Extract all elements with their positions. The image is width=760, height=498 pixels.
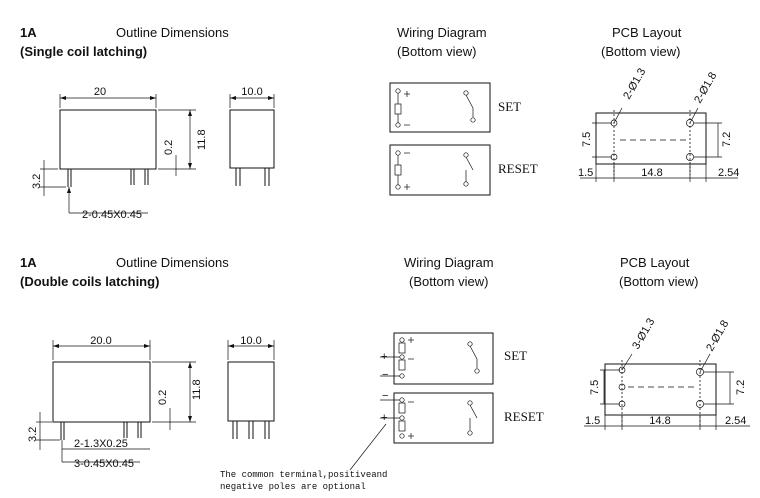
- s2-reset-label: RESET: [504, 409, 544, 424]
- s2-pin-spec-a: 2-1.3X0.25: [74, 438, 128, 450]
- s2-pcb-dim-right: 7.2: [735, 380, 747, 395]
- section1-outline-title: Outline Dimensions: [116, 25, 229, 40]
- section2-rating: 1A: [20, 255, 37, 270]
- section2-type: (Double coils latching): [20, 274, 160, 289]
- s2-plus-2: +: [381, 412, 387, 424]
- section1-pcb-title: PCB Layout: [612, 25, 682, 40]
- s1-dim-length: 20: [94, 86, 106, 98]
- s2-wiring-reset: [393, 392, 494, 444]
- s2-pcb-dim-left: 7.5: [589, 380, 601, 395]
- s2-pcb-hole2: 2-Ø1.8: [704, 318, 731, 353]
- note-line-1: The common terminal,positiveand: [220, 470, 388, 480]
- s1-side-outline: [229, 94, 275, 186]
- s2-dim-width: 10.0: [240, 335, 261, 347]
- s1-dim-height: 11.8: [196, 129, 208, 150]
- s2-pin-spec-b: 3-0.45X0.45: [74, 458, 134, 470]
- s2-minus-1: −: [382, 369, 388, 381]
- section2-outline-title: Outline Dimensions: [116, 255, 229, 270]
- s2-minus-2: −: [382, 390, 388, 402]
- s1-dim-width: 10.0: [241, 86, 262, 98]
- s1-wiring-set: [389, 82, 491, 133]
- s1-reset-label: RESET: [498, 161, 538, 176]
- s1-pcb-dim-b2: 14.8: [641, 167, 662, 179]
- s2-pcb-dim-b2: 14.8: [649, 415, 670, 427]
- s1-pcb-hole1: 2-Ø1.3: [621, 66, 648, 101]
- section1-wiring-view: (Bottom view): [397, 44, 477, 59]
- s2-side-outline: [227, 340, 275, 439]
- s1-pin-spec: 2-0.45X0.45: [82, 209, 142, 221]
- s1-pcb-dim-b1: 1.5: [578, 167, 593, 179]
- s2-dim-length: 20.0: [90, 335, 111, 347]
- section1-rating: 1A: [20, 25, 37, 40]
- s1-dim-gap: 0.2: [163, 140, 175, 155]
- s1-dim-pin-length: 3.2: [31, 174, 43, 189]
- s2-front-outline: [36, 340, 196, 463]
- s1-wiring-reset: [389, 144, 491, 196]
- section2-wiring-view: (Bottom view): [409, 274, 489, 289]
- s1-pcb-dim-right: 7.2: [721, 132, 733, 147]
- s2-wiring-set: [393, 332, 494, 385]
- s2-dim-height: 11.8: [191, 379, 203, 400]
- s2-dim-pin-length: 3.2: [27, 427, 39, 442]
- s1-pcb-dim-b3: 2.54: [718, 167, 739, 179]
- section2-pcb-view: (Bottom view): [619, 274, 699, 289]
- section1-wiring-title: Wiring Diagram: [397, 25, 487, 40]
- s2-pcb-hole1: 3-Ø1.3: [630, 316, 657, 351]
- s1-pcb-dim-left: 7.5: [581, 132, 593, 147]
- s2-common-leads: [380, 356, 400, 419]
- s1-set-label: SET: [498, 99, 521, 114]
- section1-type: (Single coil latching): [20, 44, 148, 59]
- s2-pcb-layout: [584, 353, 750, 430]
- s1-pcb-hole2: 2-Ø1.8: [692, 70, 719, 105]
- section2-pcb-title: PCB Layout: [620, 255, 690, 270]
- note-line-2: negative poles are optional: [220, 482, 366, 492]
- s2-pcb-dim-b3: 2.54: [725, 415, 746, 427]
- s2-set-label: SET: [504, 348, 527, 363]
- section2-wiring-title: Wiring Diagram: [404, 255, 494, 270]
- s2-plus-1: +: [381, 351, 387, 363]
- s2-pcb-dim-b1: 1.5: [585, 415, 600, 427]
- s1-pcb-layout: [580, 107, 738, 182]
- s2-dim-gap: 0.2: [157, 390, 169, 405]
- s1-front-outline: [40, 94, 196, 214]
- note-leader: [349, 423, 387, 471]
- section1-pcb-view: (Bottom view): [601, 44, 681, 59]
